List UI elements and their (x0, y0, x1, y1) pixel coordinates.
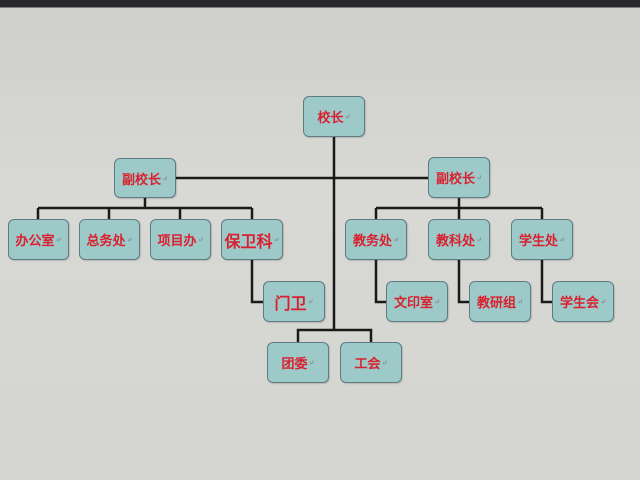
node-vice-principal-right[interactable]: 副校长 (428, 157, 490, 198)
node-print-room[interactable]: 文印室 (386, 281, 448, 322)
node-project-office[interactable]: 项目办 (150, 219, 211, 260)
node-research[interactable]: 教科处 (428, 219, 490, 260)
node-general-affairs[interactable]: 总务处 (79, 219, 140, 260)
node-office[interactable]: 办公室 (8, 219, 69, 260)
node-vice-principal-left[interactable]: 副校长 (114, 158, 176, 198)
node-youth-league[interactable]: 团委 (267, 342, 329, 383)
node-gatekeeper[interactable]: 门卫 (263, 281, 325, 322)
node-teaching-research[interactable]: 教研组 (469, 281, 531, 322)
node-student-affairs[interactable]: 学生处 (511, 219, 573, 260)
node-academic-affairs[interactable]: 教务处 (345, 219, 407, 260)
node-principal[interactable]: 校长 (303, 96, 365, 137)
node-labor-union[interactable]: 工会 (340, 342, 402, 383)
node-security[interactable]: 保卫科 (221, 219, 283, 260)
node-student-union[interactable]: 学生会 (552, 281, 614, 322)
